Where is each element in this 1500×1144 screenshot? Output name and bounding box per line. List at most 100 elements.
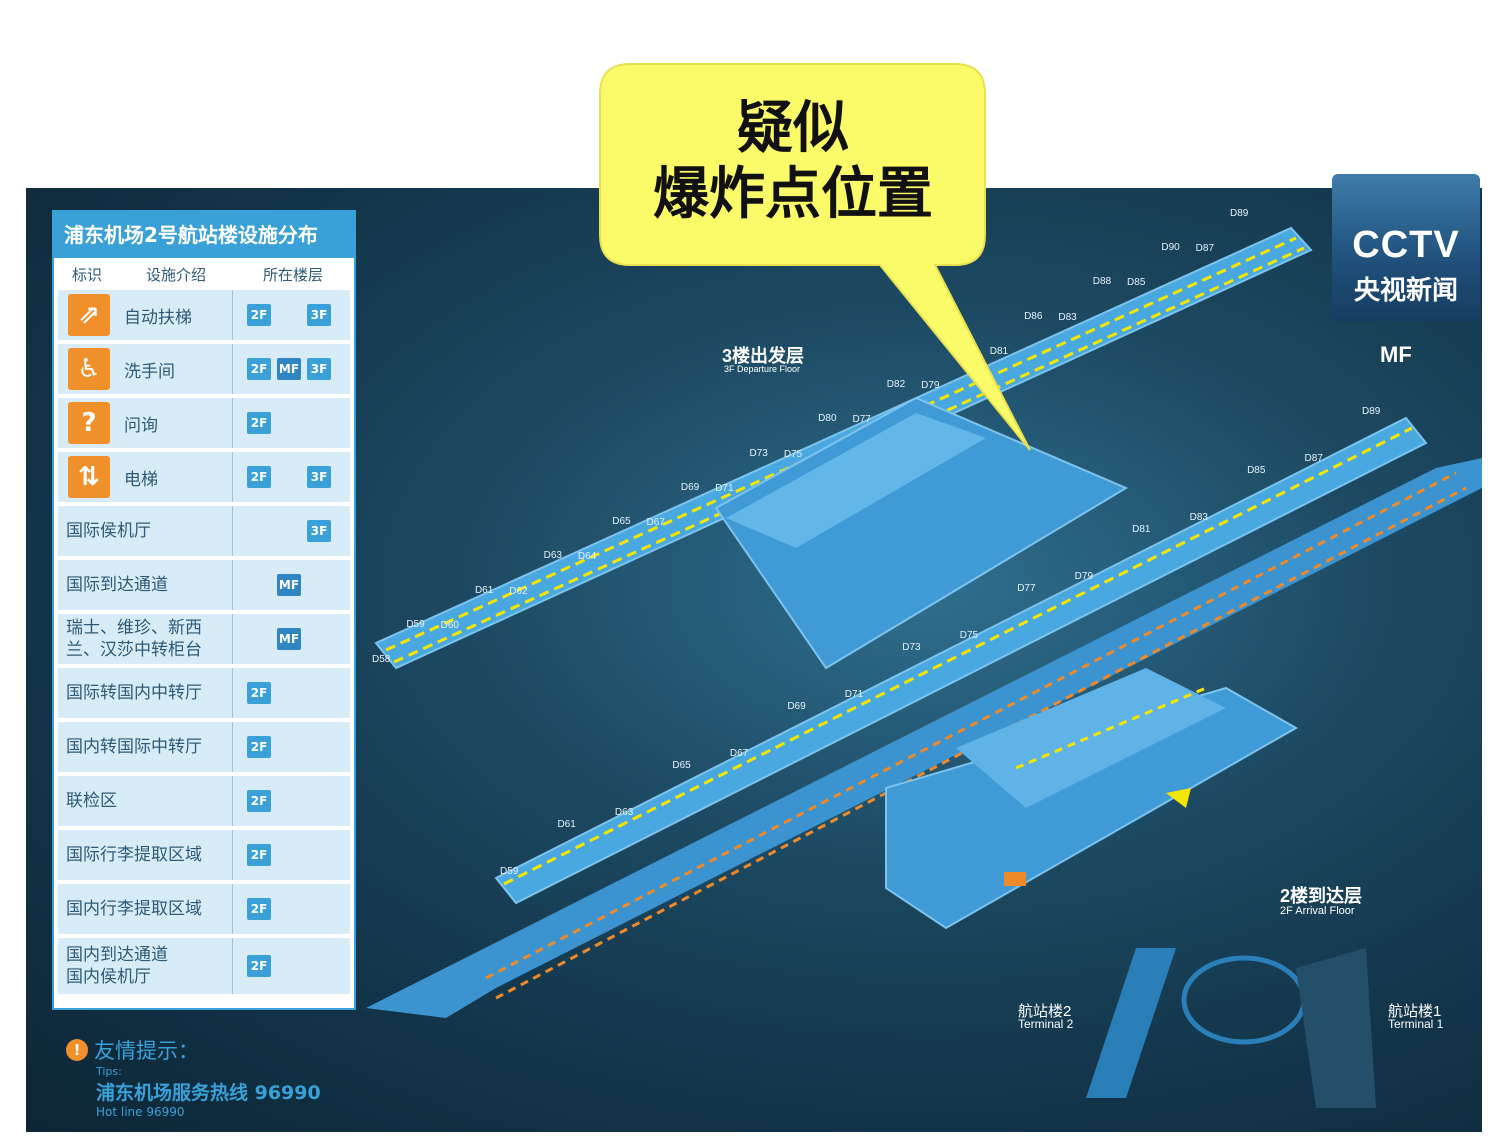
info-icon: !	[66, 1039, 88, 1061]
legend-floor-cell: 2F	[232, 884, 350, 934]
callout-line-1: 疑似	[737, 96, 849, 161]
gate-label: D73	[749, 447, 768, 459]
gate-label: D73	[902, 641, 921, 653]
gate-label: D77	[852, 414, 871, 426]
legend-facility-name: 瑞士、维珍、新西兰、汉莎中转柜台	[58, 617, 232, 661]
gate-label: D83	[1189, 512, 1208, 524]
legend-floor-cell: MF	[232, 614, 350, 664]
floor-badge: 3F	[307, 520, 331, 542]
legend-floor-cell: 2F 3F	[232, 452, 350, 502]
legend-title: 浦东机场2号航站楼设施分布	[54, 212, 354, 258]
legend-facility-name: 洗手间	[124, 361, 175, 382]
legend-floor-cell: 2F	[232, 722, 350, 772]
gate-label: D85	[1247, 464, 1266, 476]
gate-label: D81	[1132, 523, 1151, 535]
hotline-en: Hot line 96990	[96, 1105, 185, 1119]
floor-badge: MF	[277, 628, 301, 650]
gate-label: D85	[1127, 277, 1146, 289]
gate-label: D63	[614, 807, 634, 819]
legend-facility-name: 联检区	[66, 791, 117, 811]
gate-label: D69	[787, 700, 806, 712]
floor-badge: MF	[277, 358, 301, 380]
floor-badge: 2F	[247, 955, 271, 977]
legend-row: ? 问询 2F	[58, 398, 350, 448]
legend-row: 国内转国际中转厅 2F	[58, 722, 350, 772]
gate-label: D67	[646, 517, 665, 529]
gate-label: D63	[543, 550, 562, 562]
legend-facility-line: 兰、汉莎中转柜台	[66, 640, 202, 660]
gate-label: D89	[1230, 208, 1249, 219]
legend-facility-name: 国际到达通道	[66, 575, 168, 595]
floor-badge: 3F	[307, 304, 331, 326]
gate-label: D60	[440, 619, 459, 631]
gate-label: D87	[1195, 243, 1215, 255]
question-icon: ?	[68, 402, 110, 444]
gate-label: D80	[818, 413, 837, 425]
legend-floor-cell: 2F	[232, 398, 350, 448]
mf-label: MF	[1380, 342, 1412, 367]
gate-label: D90	[1161, 242, 1180, 254]
departure-floor-label-en: 3F Departure Floor	[724, 364, 801, 374]
legend-icon-cell: ⇗	[58, 294, 120, 336]
legend-facility-name: 问询	[124, 415, 158, 436]
cctv-subtitle: 央视新闻	[1353, 276, 1458, 306]
legend-floor-cell: MF	[232, 560, 350, 610]
gate-label: D58	[372, 654, 391, 665]
tips-en: Tips:	[96, 1065, 122, 1078]
terminal-2-label-en: Terminal 2	[1018, 1017, 1074, 1031]
legend-floor-cell: 2F	[232, 668, 350, 718]
gate-label: D75	[959, 630, 979, 642]
gate-label: D59	[406, 618, 425, 630]
legend-facility-name: 电梯	[124, 469, 158, 490]
cctv-brand: CCTV	[1352, 224, 1460, 266]
gate-label: D65	[672, 759, 691, 771]
gate-label: D59	[500, 866, 519, 877]
legend-floor-cell: 2F	[232, 830, 350, 880]
legend-facility-line: 国内到达通道	[66, 945, 168, 965]
gate-label: D87	[1304, 453, 1323, 465]
legend-row: 瑞士、维珍、新西兰、汉莎中转柜台 MF	[58, 614, 350, 664]
legend-row: 国内行李提取区域 2F	[58, 884, 350, 934]
gate-label: D75	[783, 448, 803, 460]
floor-badge: 2F	[247, 466, 271, 488]
terminal-2-label: 航站楼2	[1018, 1003, 1072, 1020]
legend-header-icon: 标识	[71, 265, 102, 284]
floor-badge: 2F	[247, 844, 271, 866]
gate-label: D61	[557, 818, 576, 830]
callout-text: 疑似 爆炸点位置	[603, 96, 983, 228]
gate-label: D71	[715, 482, 734, 494]
floor-badge: 3F	[307, 466, 331, 488]
callout-line-2: 爆炸点位置	[653, 162, 933, 227]
gate-label: D84	[955, 344, 974, 356]
legend-floor-cell: 2F	[232, 938, 350, 994]
legend-header: 标识 设施介绍 所在楼层	[54, 258, 354, 290]
floor-badge: 2F	[247, 898, 271, 920]
gate-label: D79	[921, 380, 940, 392]
legend-icon-cell: ♿	[58, 348, 120, 390]
legend-row: 联检区 2F	[58, 776, 350, 826]
gate-label: D67	[729, 748, 749, 760]
gate-label: D65	[612, 516, 631, 528]
legend-header-floor: 所在楼层	[262, 265, 323, 284]
legend-floor-cell: 2F	[232, 776, 350, 826]
terminal-1-label: 航站楼1	[1388, 1003, 1442, 1020]
legend-facility-line: 瑞士、维珍、新西	[66, 618, 202, 638]
floor-badge: 2F	[247, 790, 271, 812]
floor-badge: 2F	[247, 682, 271, 704]
legend-floor-cell: 3F	[232, 506, 350, 556]
legend-row: 国际到达通道 MF	[58, 560, 350, 610]
legend-facility-name: 国内转国际中转厅	[66, 737, 202, 757]
gate-label: D83	[1058, 311, 1077, 323]
restroom-icon: ♿	[68, 348, 110, 390]
tips-title: 友情提示：	[94, 1039, 199, 1063]
gate-label: D88	[1092, 276, 1112, 288]
legend-facility-name: 国内行李提取区域	[66, 899, 202, 919]
gate-label: D86	[1024, 310, 1043, 322]
gate-label: D61	[474, 584, 494, 596]
